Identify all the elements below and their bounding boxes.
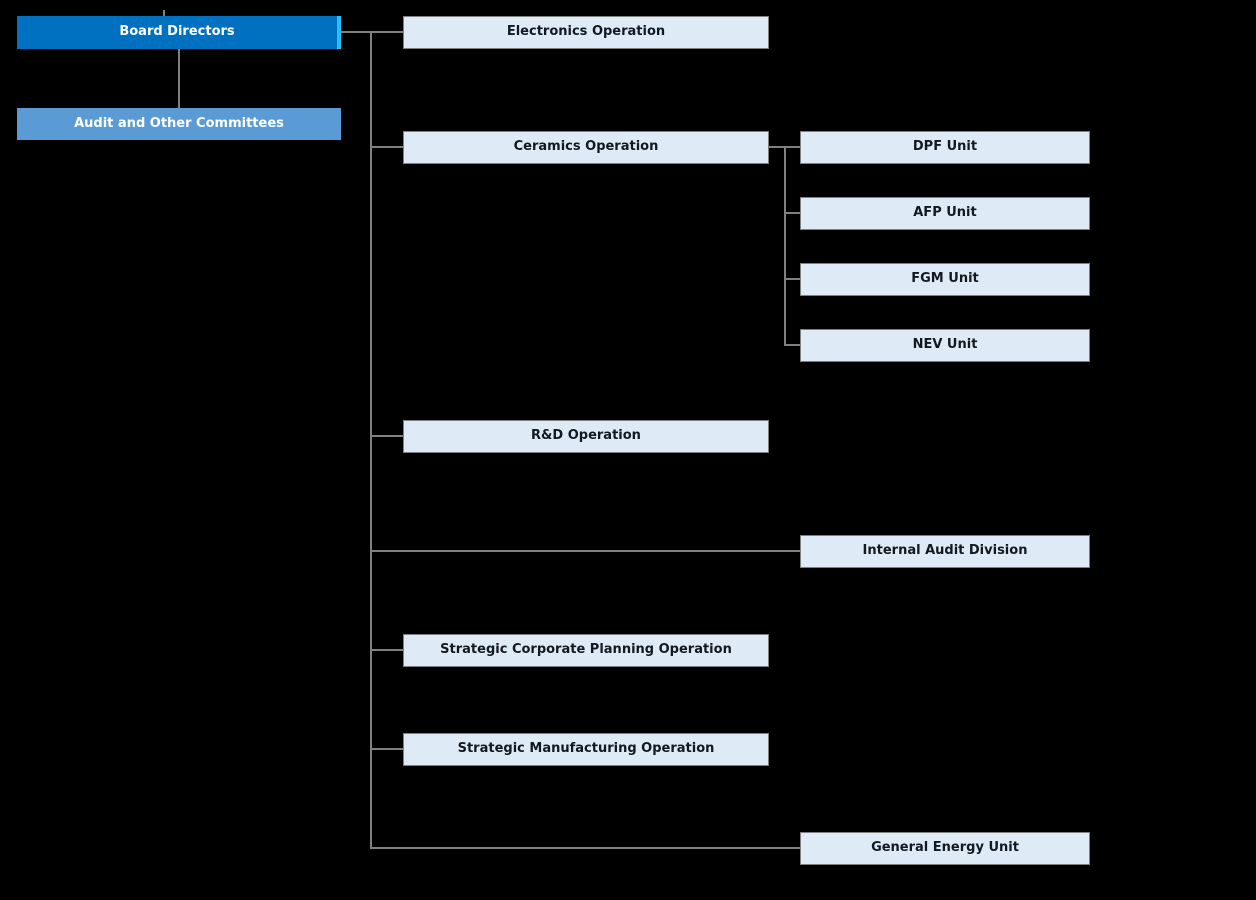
connector-trunk-to-rnd [370,435,403,437]
connector-ceramics-sub-trunk [784,146,786,346]
connector-trunk-to-strategic-corporate-planning [370,649,403,651]
node-internal-audit-division[interactable]: Internal Audit Division [800,535,1090,568]
connector-trunk-to-ceramics [370,146,403,148]
node-fgm-unit[interactable]: FGM Unit [800,263,1090,296]
node-strategic-corporate-planning-operation[interactable]: Strategic Corporate Planning Operation [403,634,769,667]
node-strategic-manufacturing-operation[interactable]: Strategic Manufacturing Operation [403,733,769,766]
node-board-directors[interactable]: Board Directors [17,16,341,49]
connector-trunk-to-internal-audit [370,550,800,552]
connector-subtrunk-to-nev [784,344,800,346]
connector-trunk-to-general-energy [370,847,800,849]
connector-top-stub [163,10,165,16]
node-dpf-unit[interactable]: DPF Unit [800,131,1090,164]
node-nev-unit[interactable]: NEV Unit [800,329,1090,362]
node-rnd-operation[interactable]: R&D Operation [403,420,769,453]
node-electronics-operation[interactable]: Electronics Operation [403,16,769,49]
connector-subtrunk-to-dpf [784,146,800,148]
connector-main-trunk [370,31,372,849]
connector-subtrunk-to-afp [784,212,800,214]
connector-ceramics-branch [769,146,785,148]
connector-trunk-to-strategic-manufacturing [370,748,403,750]
node-audit-and-other-committees[interactable]: Audit and Other Committees [17,108,341,140]
node-general-energy-unit[interactable]: General Energy Unit [800,832,1090,865]
connector-board-to-audit-committees [178,49,180,108]
connector-subtrunk-to-fgm [784,278,800,280]
connector-board-to-electronics [341,31,403,33]
node-afp-unit[interactable]: AFP Unit [800,197,1090,230]
node-ceramics-operation[interactable]: Ceramics Operation [403,131,769,164]
